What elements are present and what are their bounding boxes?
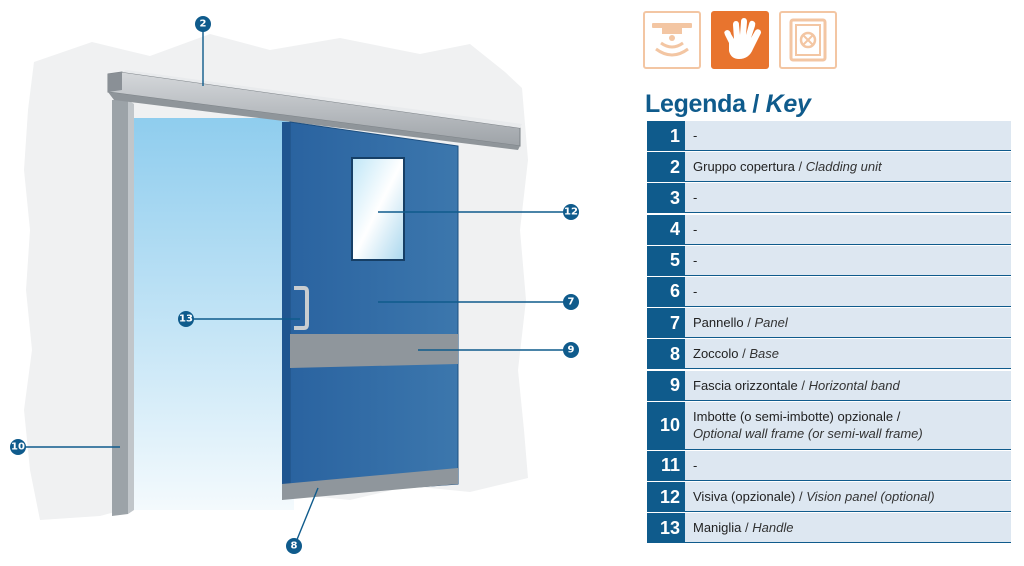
legend-title: Legenda / Key: [645, 90, 811, 119]
legend-description: -: [685, 183, 1011, 214]
legend-text-it: -: [693, 283, 698, 299]
legend-title-it: Legenda: [645, 90, 746, 118]
legend-row: 7 Pannello / Panel: [647, 308, 1011, 339]
legend-row: 13 Maniglia / Handle: [647, 513, 1011, 544]
legend-row: 2 Gruppo copertura / Cladding unit: [647, 152, 1011, 183]
legend-text-it: Fascia orizzontale: [693, 377, 798, 393]
hand-icon: [711, 11, 769, 69]
cladding-unit: [107, 70, 522, 150]
legend-row: 1 -: [647, 121, 1011, 151]
legend-description: -: [685, 245, 1011, 276]
callout-12-label: 12: [564, 207, 578, 218]
legend-row: 10 Imbotte (o semi-imbotte) opzionale / …: [647, 401, 1011, 450]
legend-description: Zoccolo / Base: [685, 339, 1011, 370]
legend-text-en: Panel: [754, 315, 788, 331]
legend-number: 5: [647, 245, 685, 276]
base-plate: [282, 468, 458, 500]
legend-text-en: Vision panel (optional): [806, 489, 935, 505]
legend-number: 2: [647, 152, 685, 183]
legend-text-it: Imbotte (o semi-imbotte) opzionale /: [693, 409, 901, 425]
legend-number: 8: [647, 339, 685, 370]
legend-description: Maniglia / Handle: [685, 513, 1011, 544]
legend-row: 8 Zoccolo / Base: [647, 339, 1011, 370]
legend-row: 4 -: [647, 214, 1011, 245]
callout-7: 7: [563, 294, 579, 310]
wall-frame-left-inner: [128, 100, 134, 514]
callout-9: 9: [563, 342, 579, 358]
legend-title-separator: /: [745, 90, 766, 118]
legend-description: -: [685, 121, 1011, 151]
legend-text-en: Optional wall frame (or semi-wall frame): [693, 426, 923, 442]
legend-text-it: -: [693, 252, 698, 268]
legend-title-en: Key: [765, 90, 811, 118]
leader-lines: [20, 24, 566, 543]
legend-description: Fascia orizzontale / Horizontal band: [685, 370, 1011, 401]
legend-description: Gruppo copertura / Cladding unit: [685, 152, 1011, 183]
legend-text-it: Zoccolo: [693, 346, 739, 362]
legend-row: 5 -: [647, 245, 1011, 276]
legend-row: 12 Visiva (opzionale) / Vision panel (op…: [647, 482, 1011, 513]
callout-8-label: 8: [291, 541, 298, 552]
legend-row: 6 -: [647, 276, 1011, 307]
legend-row: 9 Fascia orizzontale / Horizontal band: [647, 370, 1011, 401]
legend-number: 10: [647, 401, 685, 450]
legend-number: 6: [647, 276, 685, 307]
sensor-icon: [643, 11, 701, 69]
legend-number: 4: [647, 214, 685, 245]
legend-number: 3: [647, 183, 685, 214]
legend-text-it: Maniglia: [693, 520, 742, 536]
callout-9-label: 9: [568, 345, 575, 356]
legend-text-it: Pannello: [693, 315, 744, 331]
callout-2-label: 2: [200, 19, 207, 30]
callout-12: 12: [563, 204, 579, 220]
callout-2: 2: [195, 16, 211, 32]
legend-description: Imbotte (o semi-imbotte) opzionale / Opt…: [685, 401, 1011, 450]
legend-text-it: -: [693, 190, 698, 206]
legend-description: Pannello / Panel: [685, 308, 1011, 339]
legend-number: 11: [647, 450, 685, 481]
legend-table: 1 - 2 Gruppo copertura / Cladding unit 3…: [647, 121, 1011, 544]
horizontal-band: [290, 334, 458, 368]
legend-text-en: Handle: [752, 520, 794, 536]
wall-frame-left: [112, 100, 128, 516]
legend-row: 3 -: [647, 183, 1011, 214]
legend-description: -: [685, 214, 1011, 245]
legend-number: 13: [647, 513, 685, 544]
panel-edge: [282, 122, 290, 500]
legend-text-it: -: [693, 457, 698, 473]
callout-7-label: 7: [568, 297, 575, 308]
legend-text-en: Base: [749, 346, 780, 362]
opening-glass: [128, 118, 294, 510]
legend-text-en: Horizontal band: [808, 377, 900, 393]
safe-icon: [779, 11, 837, 69]
legend-text-it: -: [693, 128, 698, 143]
legend-description: -: [685, 276, 1011, 307]
legend-number: 7: [647, 308, 685, 339]
callout-10: 10: [10, 439, 26, 455]
opening-mode-icons: [643, 11, 837, 69]
legend-text-it: -: [693, 221, 698, 237]
legend-number: 1: [647, 121, 685, 151]
callout-13: 13: [178, 311, 194, 327]
callout-8: 8: [286, 538, 302, 554]
vision-panel: [351, 157, 405, 261]
legend-description: Visiva (opzionale) / Vision panel (optio…: [685, 482, 1011, 513]
legend-description: -: [685, 450, 1011, 481]
handle: [294, 286, 309, 330]
legend-text-it: Visiva (opzionale): [693, 489, 796, 505]
legend-number: 12: [647, 482, 685, 513]
legend-text-en: Cladding unit: [805, 159, 882, 175]
legend-row: 11 -: [647, 450, 1011, 481]
legend-number: 9: [647, 370, 685, 401]
callout-10-label: 10: [11, 442, 25, 453]
legend-text-it: Gruppo copertura: [693, 159, 795, 175]
door-diagram: 2 12 7 13 9 10 8: [10, 16, 579, 554]
callout-13-label: 13: [179, 314, 193, 325]
